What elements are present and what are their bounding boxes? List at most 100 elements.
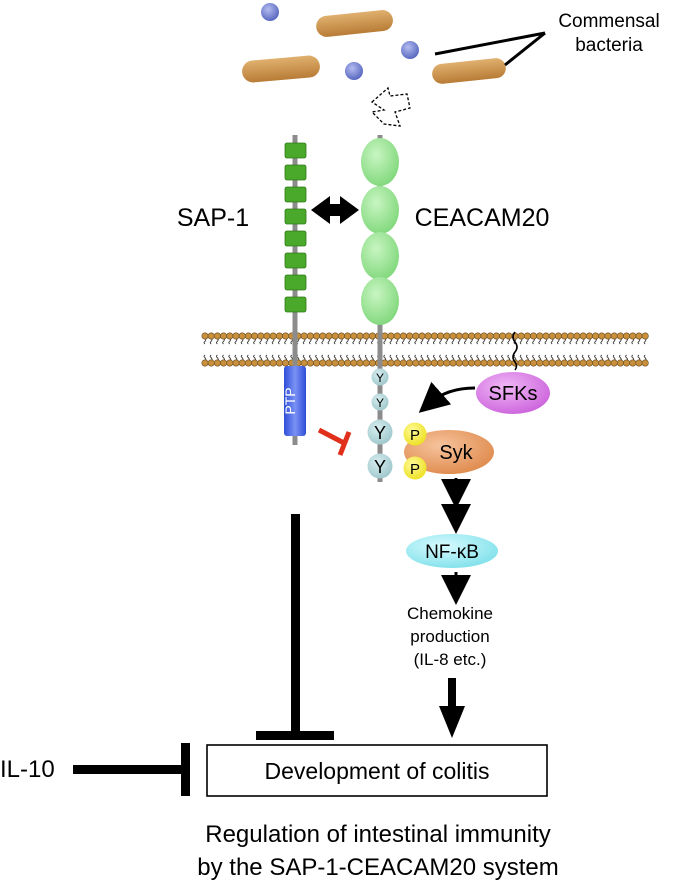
- lipid-head: [623, 359, 631, 367]
- lipid-head: [542, 359, 550, 367]
- bacteria-pointer-line: [434, 31, 546, 56]
- lipid-head: [412, 332, 420, 340]
- lipid-head: [616, 359, 624, 367]
- lipid-head: [437, 332, 445, 340]
- lipid-head: [350, 332, 358, 340]
- bacteria-coccus: [345, 62, 363, 80]
- ceacam20-ig-domain: [361, 232, 399, 280]
- nfkb-label: NF-κB: [425, 542, 479, 563]
- lipid-head: [455, 359, 463, 367]
- lipid-head: [207, 332, 215, 340]
- sap1-fn3-domain: [284, 186, 307, 203]
- lipid-head: [269, 359, 277, 367]
- interaction-double-arrow: [311, 196, 359, 224]
- lipid-head: [368, 332, 376, 340]
- lipid-head: [306, 332, 314, 340]
- lipid-head: [251, 332, 259, 340]
- nfkb: NF-κB: [406, 534, 498, 568]
- lipid-head: [623, 332, 631, 340]
- bacteria-rod: [242, 55, 320, 83]
- lipid-head: [592, 359, 600, 367]
- ptp-label: PTP: [282, 387, 298, 414]
- tyrosine-label: Y: [376, 371, 384, 385]
- lipid-head: [424, 359, 432, 367]
- lipid-head: [641, 359, 649, 367]
- lipid-head: [536, 332, 544, 340]
- lipid-head: [554, 359, 562, 367]
- lipid-head: [455, 332, 463, 340]
- lipid-head: [300, 359, 308, 367]
- ptp-domain: [284, 366, 306, 436]
- lipid-head: [251, 359, 259, 367]
- lipid-head: [238, 359, 246, 367]
- lipid-head: [213, 359, 221, 367]
- lipid-head: [356, 332, 364, 340]
- sap1-inhibits-colitis: [256, 514, 334, 740]
- lipid-head: [499, 359, 507, 367]
- lipid-head: [461, 332, 469, 340]
- syk-label: Syk: [439, 442, 473, 464]
- lipid-head: [604, 359, 612, 367]
- lipid-head: [567, 332, 575, 340]
- tyrosine-label: Y: [374, 423, 386, 443]
- ptp-inhibition-marker: [317, 427, 352, 456]
- colitis-box: Development of colitis: [206, 744, 548, 797]
- phosphate-label: P: [410, 427, 420, 444]
- lipid-head: [610, 332, 618, 340]
- chemokine-label-line: production: [410, 627, 489, 646]
- sap1-fibronectin-domains: [284, 142, 307, 313]
- phosphate-label: P: [410, 461, 420, 478]
- lipid-head: [542, 332, 550, 340]
- lipid-head: [319, 332, 327, 340]
- bacteria-coccus: [401, 41, 419, 59]
- lipid-head: [567, 359, 575, 367]
- lipid-head: [430, 332, 438, 340]
- lipid-head: [443, 359, 451, 367]
- sap1-fn3-domain: [284, 274, 307, 291]
- lipid-head: [244, 359, 252, 367]
- lipid-head: [449, 359, 457, 367]
- tyrosine-residues: Y Y Y Y: [367, 368, 393, 479]
- lipid-head: [492, 332, 500, 340]
- nfkb-shape: [406, 534, 498, 568]
- sfks-label: SFKs: [489, 383, 538, 405]
- lipid-head: [263, 332, 271, 340]
- sfks-shape: [476, 372, 550, 414]
- lipid-head: [443, 332, 451, 340]
- lipid-head: [480, 359, 488, 367]
- bacteria-rod: [432, 58, 506, 84]
- lipid-head: [480, 332, 488, 340]
- lipid-head: [468, 359, 476, 367]
- lipid-head: [486, 332, 494, 340]
- promote-colitis-arrow: [439, 678, 465, 738]
- caption-line: Regulation of intestinal immunity: [205, 821, 551, 848]
- lipid-head: [226, 332, 234, 340]
- lipid-head: [418, 359, 426, 367]
- bacteria-rod: [316, 10, 393, 37]
- ceacam20-receptor: [361, 135, 399, 482]
- bacteria-label: Commensal bacteria: [434, 11, 660, 67]
- sap1-fn3-domain: [284, 230, 307, 247]
- bacteria-coccus: [261, 3, 279, 21]
- sap1-fn3-domain: [284, 164, 307, 181]
- lipid-head: [598, 332, 606, 340]
- bacteria-label-line: Commensal: [558, 11, 659, 32]
- figure-caption: Regulation of intestinal immunity by the…: [197, 821, 558, 881]
- sfks-kinase: SFKs: [418, 331, 550, 414]
- lipid-head: [412, 359, 420, 367]
- lipid-head: [282, 332, 290, 340]
- lipid-head: [399, 359, 407, 367]
- lipid-head: [406, 332, 414, 340]
- phosphate-groups: P P: [403, 422, 427, 480]
- sfks-to-tyrosine-arrow: [418, 381, 476, 413]
- lipid-head: [616, 332, 624, 340]
- ceacam20-ig-domain: [361, 186, 399, 234]
- lipid-head: [362, 332, 370, 340]
- bacteria-pointer-line: [504, 31, 546, 67]
- tyrosine-label: Y: [376, 396, 384, 410]
- lipid-head: [486, 359, 494, 367]
- lipid-head: [356, 359, 364, 367]
- lipid-head: [381, 359, 389, 367]
- lipid-head: [220, 332, 228, 340]
- lipid-head: [573, 359, 581, 367]
